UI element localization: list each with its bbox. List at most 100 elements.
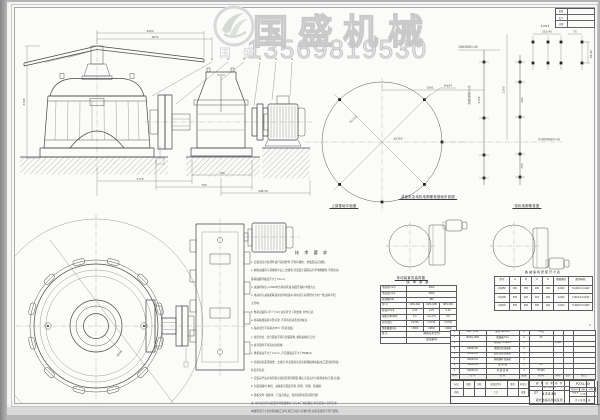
foundation-bolt-circle bbox=[305, 78, 484, 212]
title-block-cell: 审核 bbox=[450, 388, 464, 397]
title-block-cell: 更改文件号 bbox=[485, 380, 508, 389]
note-line: 7. 安装完毕后对各润滑点加注钙基润滑脂,确认无误后方可投料试车(空载,负载); bbox=[251, 377, 341, 381]
dim-label: 2870 bbox=[151, 35, 158, 39]
dim-label: 86.45 bbox=[589, 50, 593, 58]
note-line: 本图所注尺寸仅供基础施工参考,施工时应以实物为准,如有变更恕不另行通知。 bbox=[251, 410, 341, 414]
dim-label: 4 bbox=[259, 57, 261, 61]
corner-table-cell bbox=[567, 14, 595, 22]
drawing-scale: 1:10 bbox=[570, 392, 596, 397]
dim-label: 216.45 bbox=[542, 30, 552, 34]
title-block-cell: 分区 bbox=[474, 380, 486, 389]
dim-label: φ245 bbox=[115, 349, 123, 357]
scan-edge-left bbox=[0, 0, 7, 420]
dim-label: 5 bbox=[275, 57, 277, 61]
dim-label: 756 bbox=[201, 183, 207, 187]
corner-revision-table: 更改签字日期 bbox=[554, 7, 595, 28]
dim-label: R1130 bbox=[349, 115, 358, 124]
dim-label: 传动装置基础中心线 bbox=[538, 137, 560, 141]
note-line: a. 各联轴器运转平稳可靠, 不得有松动及异常噪音; bbox=[251, 319, 308, 323]
title-block-standard: 通 用 技 术 条 件 JB/T 6443-92 NZS30 耙式浓缩机传动装置 bbox=[529, 380, 569, 405]
title-block-cell bbox=[507, 388, 519, 397]
caption-bolt-layout: 减速机及电机地脚螺栓基础布置图 bbox=[399, 194, 457, 200]
install-diagram-left bbox=[385, 219, 468, 271]
technical-requirements-title: 技 术 要 求 bbox=[294, 250, 330, 255]
product-name: 耙式浓缩机传动装置 bbox=[536, 399, 563, 403]
title-block-cell bbox=[543, 380, 554, 405]
dim-label: 4500 bbox=[146, 29, 153, 33]
standard-number: JB/T 6443-92 bbox=[530, 387, 569, 391]
dim-label: 1770 bbox=[136, 177, 143, 181]
title-block-drawing-no-section: PZXL.00 阶段标记重量比例 1:10 共 1 张 第 1 张 bbox=[569, 380, 596, 405]
dim-label: 1705 bbox=[477, 96, 481, 103]
drawing-number: PZXL.00 bbox=[570, 381, 596, 388]
note-line: c. 各密封处、结合面处不得有渗漏现象, 蜗轮副啮合正常; bbox=[251, 335, 316, 339]
note-line: 3. 减速机内注入N320中负荷齿轮油,油面至油标中线为止; bbox=[251, 285, 316, 289]
dim-label: 2 bbox=[227, 57, 229, 61]
dim-label: 3343 bbox=[22, 98, 26, 105]
anchor-bolt-rows bbox=[442, 33, 590, 185]
dim-label: 794 bbox=[219, 171, 225, 175]
dim-label: 减速机基础中心线 bbox=[458, 45, 478, 49]
dim-label: 1061 bbox=[426, 86, 433, 90]
title-block-cell: 设计 bbox=[530, 380, 543, 405]
note-line: b. 轴承温升不得超过35℃ (环境温度); bbox=[251, 327, 294, 331]
dim-label: 6 bbox=[291, 57, 293, 61]
note-line: 6. 涂装前表面须除锈、去油污,外表面喷涂灰色醇酸磁漆两遍,加工面涂防锈油 bbox=[251, 360, 339, 364]
title-block-cell bbox=[554, 380, 565, 405]
general-spec-label: 通 用 技 术 条 件 bbox=[530, 381, 569, 387]
corner-table-cell: 签字 bbox=[555, 14, 568, 22]
dim-label: 2 bbox=[589, 323, 591, 327]
title-block-cell: 批准 bbox=[518, 388, 529, 397]
note-line: 8. 包装运输时,电机、减速机应固定牢靠, 防雨、防潮、防磕碰; bbox=[251, 385, 322, 389]
dim-label: 3 bbox=[243, 57, 245, 61]
title-block-revision-grid: 标记处数分区更改文件号签名年月日 设计标准化 审核工艺批准 bbox=[450, 380, 600, 405]
dim-label: 8-φ24 bbox=[444, 84, 452, 88]
dim-label: 75 bbox=[573, 30, 577, 34]
corner-table-cell bbox=[567, 8, 595, 15]
note-line: 各联轴器同轴度不大于0.1mm; bbox=[251, 277, 286, 281]
dim-label: 1 bbox=[211, 57, 213, 61]
title-block-cell: 年月日 bbox=[518, 380, 529, 389]
note-line: 无异响; bbox=[251, 302, 260, 306]
note-line: 1. 安装前应对各部件进行清洗检查,不得有碰伤、锈蚀及其它缺陷; bbox=[251, 261, 326, 264]
caption-foundation-plan: 上部基础平面图 bbox=[329, 203, 359, 209]
note-line: 5. 整机试运转 (不少于2h) 时应符合下列要求, 并作记录: bbox=[251, 310, 314, 314]
title-block-cell: 标准化 bbox=[565, 380, 587, 405]
technical-requirements-list: 1. 安装前应对各部件进行清洗检查,不得有碰伤、锈蚀及其它缺陷; 2. 蜗轮减速机… bbox=[251, 259, 382, 417]
title-block-cell: 签名 bbox=[507, 380, 519, 389]
install-table-title: 各减速机安装尺寸表 bbox=[524, 270, 562, 274]
title-block-cell: 标记 bbox=[450, 380, 464, 389]
note-line: 并妥善包装; bbox=[251, 368, 265, 372]
title-block-cell: 处数 bbox=[463, 380, 475, 389]
dim-label: 250 bbox=[520, 163, 524, 169]
dim-label: 浓缩机基础中心线 bbox=[467, 85, 471, 105]
dim-label: φ2260 bbox=[394, 137, 403, 141]
elevation-view bbox=[20, 30, 312, 196]
note-line: d. 各紧固件不得有松动现象; bbox=[251, 343, 284, 347]
product-model: NZS30 bbox=[542, 391, 557, 396]
note-line: 2. 蜗轮减速机与基础找平后二次灌浆,待混凝土凝固后拧紧地脚螺栓,不得松动, bbox=[251, 269, 340, 273]
plan-view bbox=[15, 214, 300, 403]
sheet-count: 共 1 张 第 1 张 bbox=[575, 400, 591, 403]
corner-table-cell: 日期 bbox=[555, 21, 568, 28]
dim-label: 2200 bbox=[502, 86, 506, 93]
note-line: 注: 用户如对传动装置有特殊要求时,可与本厂协商确定,供货范围以合同为准, bbox=[251, 402, 338, 406]
sheet-frame bbox=[11, 4, 598, 407]
note-line: 4. 电动机与减速机联接前应单独试车,转向应与标牌所示方向一致,运转平稳, bbox=[251, 294, 337, 298]
title-block-cell bbox=[587, 380, 598, 405]
scan-edge-bottom bbox=[7, 407, 598, 415]
tech-params-title: 技 术 参 数 bbox=[406, 280, 430, 284]
corner-table-cell bbox=[567, 21, 595, 28]
dim-label: 292 bbox=[520, 97, 524, 103]
install-diagram-right bbox=[489, 221, 570, 271]
note-line: e. 整机振动不大于0.1mm, 声压级噪音不大于85dB(A); bbox=[251, 352, 313, 356]
corner-table-cell: 更改 bbox=[555, 8, 568, 15]
caption-bolt-rows: 电机地脚螺栓图 bbox=[512, 204, 542, 210]
title-block-cell bbox=[474, 388, 486, 397]
caption-diagram-left: 传动装置安装简图 bbox=[394, 276, 428, 282]
